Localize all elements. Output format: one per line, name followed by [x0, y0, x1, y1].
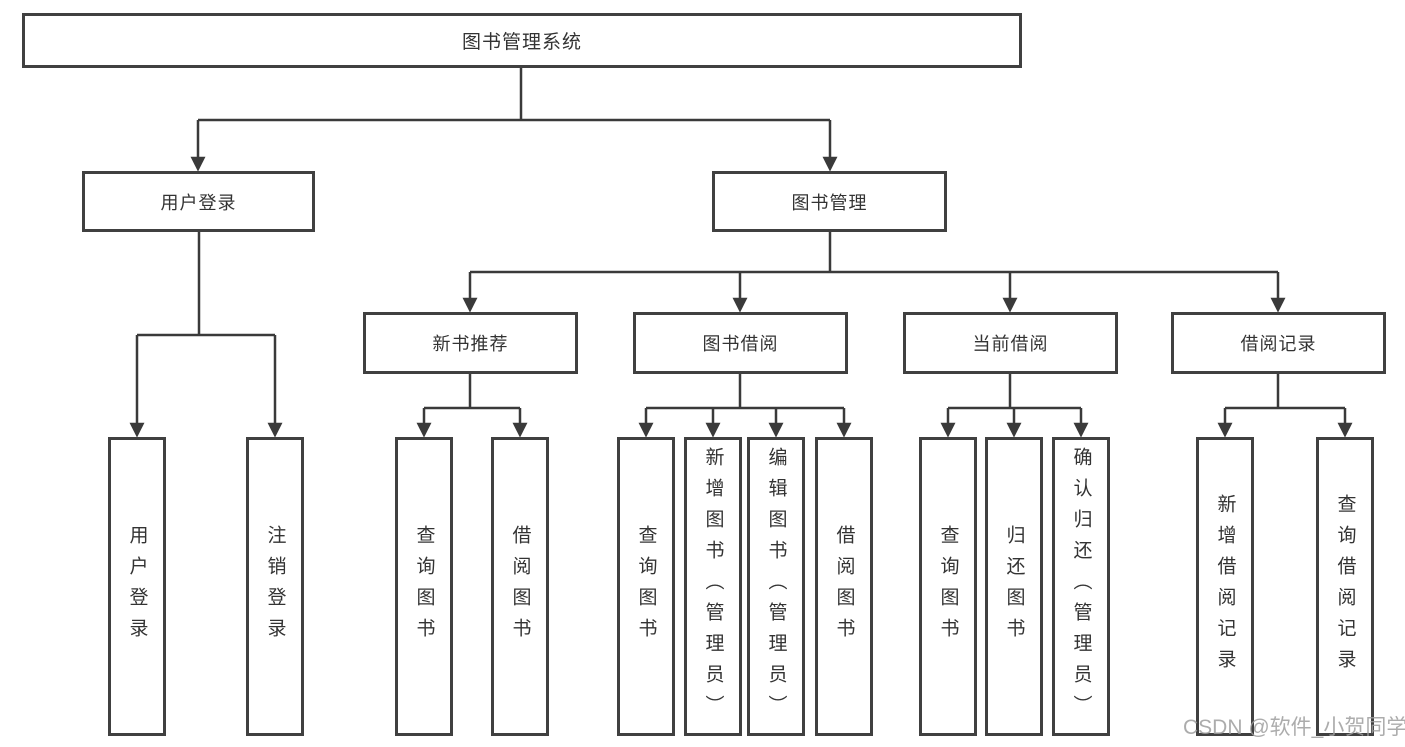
node-label: 编辑图书（管理员） [765, 447, 787, 726]
node-book-management: 图书管理 [712, 171, 947, 232]
node-label: 借阅图书 [833, 524, 855, 649]
node-label: 图书管理系统 [461, 32, 582, 53]
node-user-login: 用户登录 [82, 171, 315, 232]
leaf-query-books: 查询图书 [395, 437, 453, 736]
leaf-add-borrow-record: 新增借阅记录 [1196, 437, 1254, 736]
node-borrowing-records: 借阅记录 [1171, 312, 1386, 374]
node-label: 查询图书 [937, 524, 959, 649]
node-current-borrowing: 当前借阅 [903, 312, 1118, 374]
node-label: 借阅记录 [1240, 334, 1317, 354]
node-label: 查询借阅记录 [1334, 493, 1356, 680]
node-label: 用户登录 [126, 524, 148, 649]
node-label: 借阅图书 [509, 524, 531, 649]
node-root-library-system: 图书管理系统 [22, 13, 1022, 68]
leaf-edit-books-admin: 编辑图书（管理员） [747, 437, 805, 736]
leaf-borrow-books: 借阅图书 [491, 437, 549, 736]
leaf-add-books-admin: 新增图书（管理员） [684, 437, 742, 736]
leaf-confirm-return-admin: 确认归还（管理员） [1052, 437, 1110, 736]
node-label: 新增图书（管理员） [702, 447, 724, 726]
leaf-user-login: 用户登录 [108, 437, 166, 736]
node-label: 新书推荐 [432, 334, 509, 354]
node-label: 图书借阅 [702, 334, 779, 354]
leaf-query-books: 查询图书 [617, 437, 675, 736]
node-label: 当前借阅 [972, 334, 1049, 354]
node-label: 查询图书 [413, 524, 435, 649]
leaf-query-books: 查询图书 [919, 437, 977, 736]
node-label: 注销登录 [264, 524, 286, 649]
leaf-query-borrow-record: 查询借阅记录 [1316, 437, 1374, 736]
node-label: 查询图书 [635, 524, 657, 649]
node-label: 新增借阅记录 [1214, 493, 1236, 680]
csdn-watermark: CSDN @软件_小贺同学 [1183, 716, 1405, 739]
node-label: 图书管理 [791, 192, 868, 213]
node-label: 用户登录 [160, 192, 237, 213]
leaf-borrow-books: 借阅图书 [815, 437, 873, 736]
leaf-logout: 注销登录 [246, 437, 304, 736]
node-label: 归还图书 [1003, 524, 1025, 649]
node-book-borrowing: 图书借阅 [633, 312, 848, 374]
leaf-return-books: 归还图书 [985, 437, 1043, 736]
node-label: 确认归还（管理员） [1070, 447, 1092, 726]
node-new-book-recommendation: 新书推荐 [363, 312, 578, 374]
